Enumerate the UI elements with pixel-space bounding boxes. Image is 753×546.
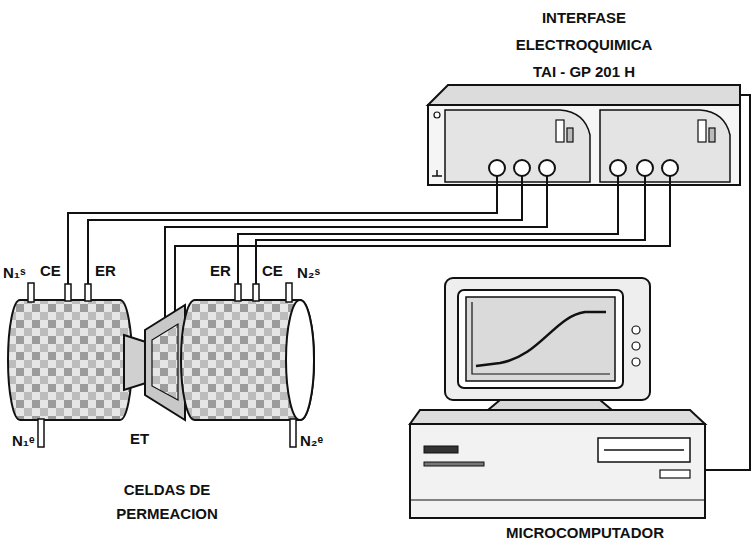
permeation-cell-part xyxy=(152,324,178,400)
computer xyxy=(410,278,705,518)
node-heading: INTERFASE ELECTROQUIMICA TAI - GP 201 H xyxy=(504,4,664,85)
interface-box xyxy=(428,85,740,185)
tube-part xyxy=(38,419,44,447)
computer-part xyxy=(660,470,690,478)
computer-part xyxy=(488,400,612,410)
computer-part xyxy=(632,326,640,334)
tube-part xyxy=(65,284,71,301)
interface-box-part xyxy=(428,85,740,105)
gas-port-label: N₁ᵉ xyxy=(12,432,35,450)
tube-part xyxy=(253,284,259,301)
computer-part xyxy=(410,500,705,501)
tube-part xyxy=(290,419,296,447)
gas-port-label: N₂ᵉ xyxy=(300,432,323,450)
computer-part xyxy=(476,312,606,366)
permeation-cell-part xyxy=(286,300,314,420)
interface-box-part xyxy=(432,170,442,176)
permeation-cell-part xyxy=(181,300,314,420)
node-heading: CELDAS DE PERMEACION xyxy=(82,478,252,526)
interface-box-part xyxy=(662,160,678,176)
wire-part xyxy=(496,176,498,186)
computer-part xyxy=(466,297,615,381)
wire-part xyxy=(88,176,522,285)
interface-box-part xyxy=(556,120,564,142)
computer-part xyxy=(632,358,640,366)
tube-part xyxy=(28,283,34,302)
electrode-label: CE xyxy=(40,262,61,280)
computer-part xyxy=(410,410,705,424)
tube-part xyxy=(235,284,241,301)
interface-box-part xyxy=(600,110,730,182)
computer-part xyxy=(445,278,650,400)
permeation-cell xyxy=(8,300,314,420)
interface-box-part xyxy=(709,128,715,142)
computer-part xyxy=(424,446,458,453)
tube xyxy=(28,283,296,447)
electrode-label: ET xyxy=(130,430,149,448)
interface-box-part xyxy=(610,160,626,176)
electrode-label: ER xyxy=(210,262,231,280)
interface-box-part xyxy=(698,120,706,142)
computer-part xyxy=(598,438,690,462)
tube-part xyxy=(286,283,292,302)
wire-part xyxy=(238,176,618,285)
wire-part xyxy=(256,176,645,285)
interface-box-part xyxy=(514,160,530,176)
permeation-cell-part xyxy=(8,300,132,420)
microcomputer: MICROCOMPUTADOR xyxy=(400,270,735,544)
permeation-cell-part xyxy=(124,335,146,390)
wire-part xyxy=(705,469,736,471)
computer-part xyxy=(632,342,640,350)
interface-box-part xyxy=(428,105,740,185)
interface-instrument: INTERFASE ELECTROQUIMICA TAI - GP 201 H xyxy=(428,0,740,185)
interface-box-part xyxy=(637,160,653,176)
electrode-label: CE xyxy=(262,262,283,280)
computer-part xyxy=(458,290,623,388)
gas-port-label: N₁ˢ xyxy=(3,264,26,282)
electrode-label: ER xyxy=(95,262,116,280)
interface-box-part xyxy=(434,112,440,118)
computer-part xyxy=(410,424,705,518)
computer-part xyxy=(424,462,484,466)
interface-box-part xyxy=(489,160,505,176)
interface-box-part xyxy=(539,160,555,176)
computer-part xyxy=(472,302,610,374)
tube-part xyxy=(85,284,91,301)
node-heading: MICROCOMPUTADOR xyxy=(460,523,710,542)
gas-port-label: N₂ˢ xyxy=(297,264,320,282)
interface-box-part xyxy=(445,110,590,182)
computer-part xyxy=(604,449,684,451)
cable xyxy=(735,95,750,470)
cable xyxy=(68,185,497,230)
wire-part xyxy=(67,229,69,285)
permeation-cell-part xyxy=(145,305,185,420)
interface-box-part xyxy=(567,128,573,142)
